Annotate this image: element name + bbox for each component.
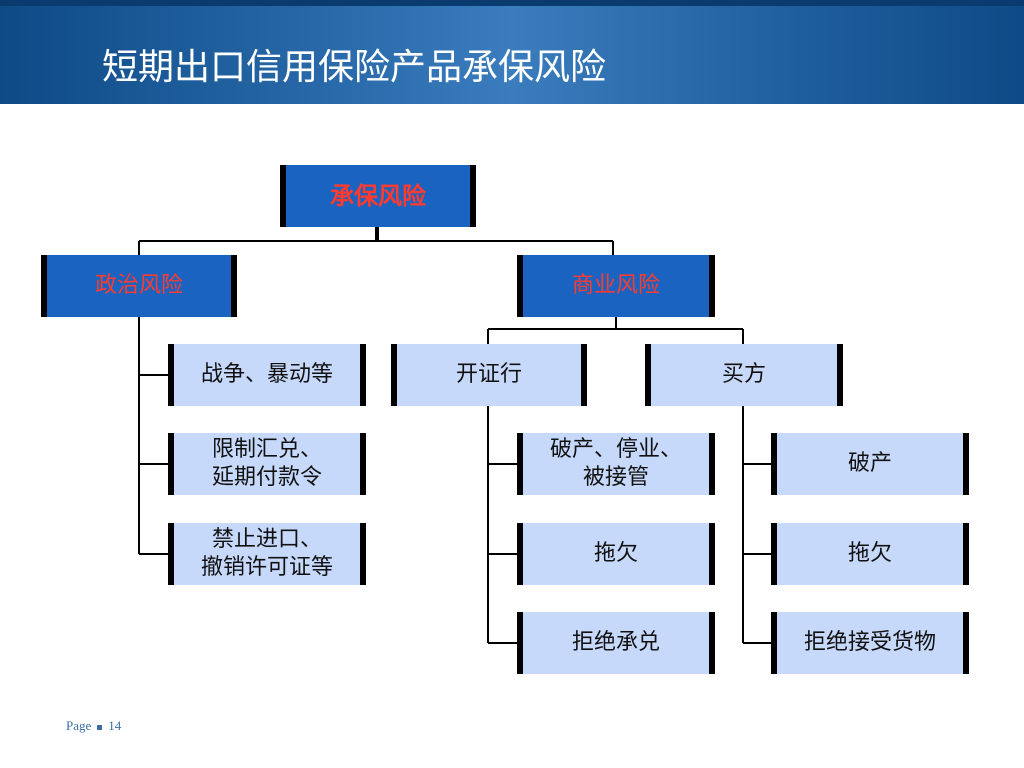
node-commercial-risk: 商业风险 [517,255,715,317]
node-bank-refuse-acceptance-label: 拒绝承兑 [571,630,660,655]
slide-header: 短期出口信用保险产品承保风险 [0,0,1024,104]
node-bank-default: 拖欠 [517,523,715,585]
node-war-riot: 战争、暴动等 [168,344,366,406]
node-commercial-risk-label: 商业风险 [571,273,660,298]
node-political-risk: 政治风险 [41,255,237,317]
root-node-underwriting-risk: 承保风险 [280,165,476,227]
node-bank-bankruptcy-label: 破产、停业、 被接管 [549,437,682,490]
footer-bullet-icon [97,724,103,730]
node-buyer-default: 拖欠 [771,523,969,585]
root-node-label: 承保风险 [330,182,426,210]
node-buyer-refuse-goods: 拒绝接受货物 [771,612,969,674]
node-bank-default-label: 拖欠 [593,541,638,566]
node-issuing-bank-label: 开证行 [455,362,522,387]
node-exchange-restriction: 限制汇兑、 延期付款令 [168,433,366,495]
node-import-ban: 禁止进口、 撤销许可证等 [168,523,366,585]
node-import-ban-label: 禁止进口、 撤销许可证等 [200,527,333,580]
node-political-risk-label: 政治风险 [94,273,183,298]
node-buyer-default-label: 拖欠 [847,541,892,566]
node-issuing-bank: 开证行 [391,344,587,406]
node-war-riot-label: 战争、暴动等 [200,362,333,387]
node-buyer-refuse-goods-label: 拒绝接受货物 [803,630,936,655]
slide-title: 短期出口信用保险产品承保风险 [102,47,607,88]
page-footer: Page 14 [66,718,121,734]
page-label: Page [66,718,92,733]
node-buyer: 买方 [645,344,843,406]
node-bank-refuse-acceptance: 拒绝承兑 [517,612,715,674]
node-bank-bankruptcy: 破产、停业、 被接管 [517,433,715,495]
header-top-stripe [0,0,1024,6]
node-buyer-label: 买方 [721,362,766,387]
node-buyer-bankruptcy: 破产 [771,433,969,495]
node-exchange-restriction-label: 限制汇兑、 延期付款令 [211,437,322,490]
page-number: 14 [108,718,122,733]
node-buyer-bankruptcy-label: 破产 [847,451,892,476]
